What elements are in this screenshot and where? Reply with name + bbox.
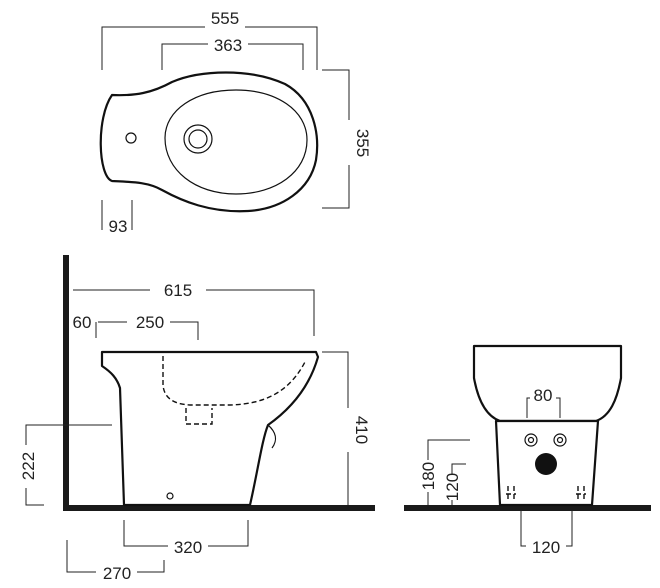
bidet-top-outline	[99, 71, 319, 213]
rear-view: 80 180 120 120	[404, 344, 651, 557]
inlet-hole-right-outer	[553, 433, 567, 447]
dim-line-355	[322, 69, 350, 209]
fixing-bolt-right	[576, 486, 586, 502]
dim-label-180: 180	[419, 462, 438, 490]
dim-label-270: 270	[103, 564, 131, 583]
dim-line-120-spacing	[520, 510, 573, 547]
dim-line-93	[101, 200, 133, 230]
rear-bowl-outline	[472, 344, 623, 423]
inlet-hole-left-inner	[527, 436, 535, 444]
dim-label-363: 363	[214, 36, 242, 55]
dim-label-250: 250	[136, 313, 164, 332]
dim-label-615: 615	[164, 281, 192, 300]
dim-line-222	[25, 424, 112, 506]
dim-line-555	[101, 26, 318, 70]
dim-label-555: 555	[211, 9, 239, 28]
dim-line-180	[427, 439, 470, 505]
dim-line-410	[322, 351, 349, 505]
bidet-bowl-rim	[164, 89, 308, 195]
dim-line-270	[66, 540, 165, 573]
top-view: 555 363 355 93	[99, 9, 372, 236]
dim-label-120-height: 120	[443, 473, 462, 501]
dim-label-120-spacing: 120	[532, 538, 560, 557]
drain-outlet	[535, 453, 557, 475]
dim-label-222: 222	[19, 452, 38, 480]
dim-label-410: 410	[352, 416, 371, 444]
inlet-hole-right-inner	[556, 436, 564, 444]
dim-label-80: 80	[534, 386, 553, 405]
tap-hole	[125, 132, 137, 144]
side-view: 615 60 250 410 222 320 270	[19, 255, 375, 583]
dim-line-615	[73, 289, 315, 336]
dim-label-93: 93	[109, 217, 128, 236]
bidet-side-outline	[100, 350, 320, 507]
bowl-hidden-line	[162, 356, 307, 406]
drain-outer-ring	[183, 124, 213, 154]
dim-label-355: 355	[353, 129, 372, 157]
inlet-hole-left-outer	[524, 433, 538, 447]
dim-line-120-height	[451, 463, 466, 505]
dim-line-60-250	[95, 321, 199, 340]
dim-line-320	[123, 520, 249, 547]
drain-hidden-line	[185, 408, 213, 425]
dim-label-60: 60	[73, 313, 92, 332]
dim-label-320: 320	[174, 538, 202, 557]
side-foot-detail	[267, 424, 277, 449]
side-fixing-hole	[166, 492, 174, 500]
dim-line-80	[526, 397, 561, 418]
dim-line-363	[161, 43, 304, 70]
drain-inner-ring	[188, 129, 208, 149]
fixing-bolt-left	[506, 486, 516, 502]
